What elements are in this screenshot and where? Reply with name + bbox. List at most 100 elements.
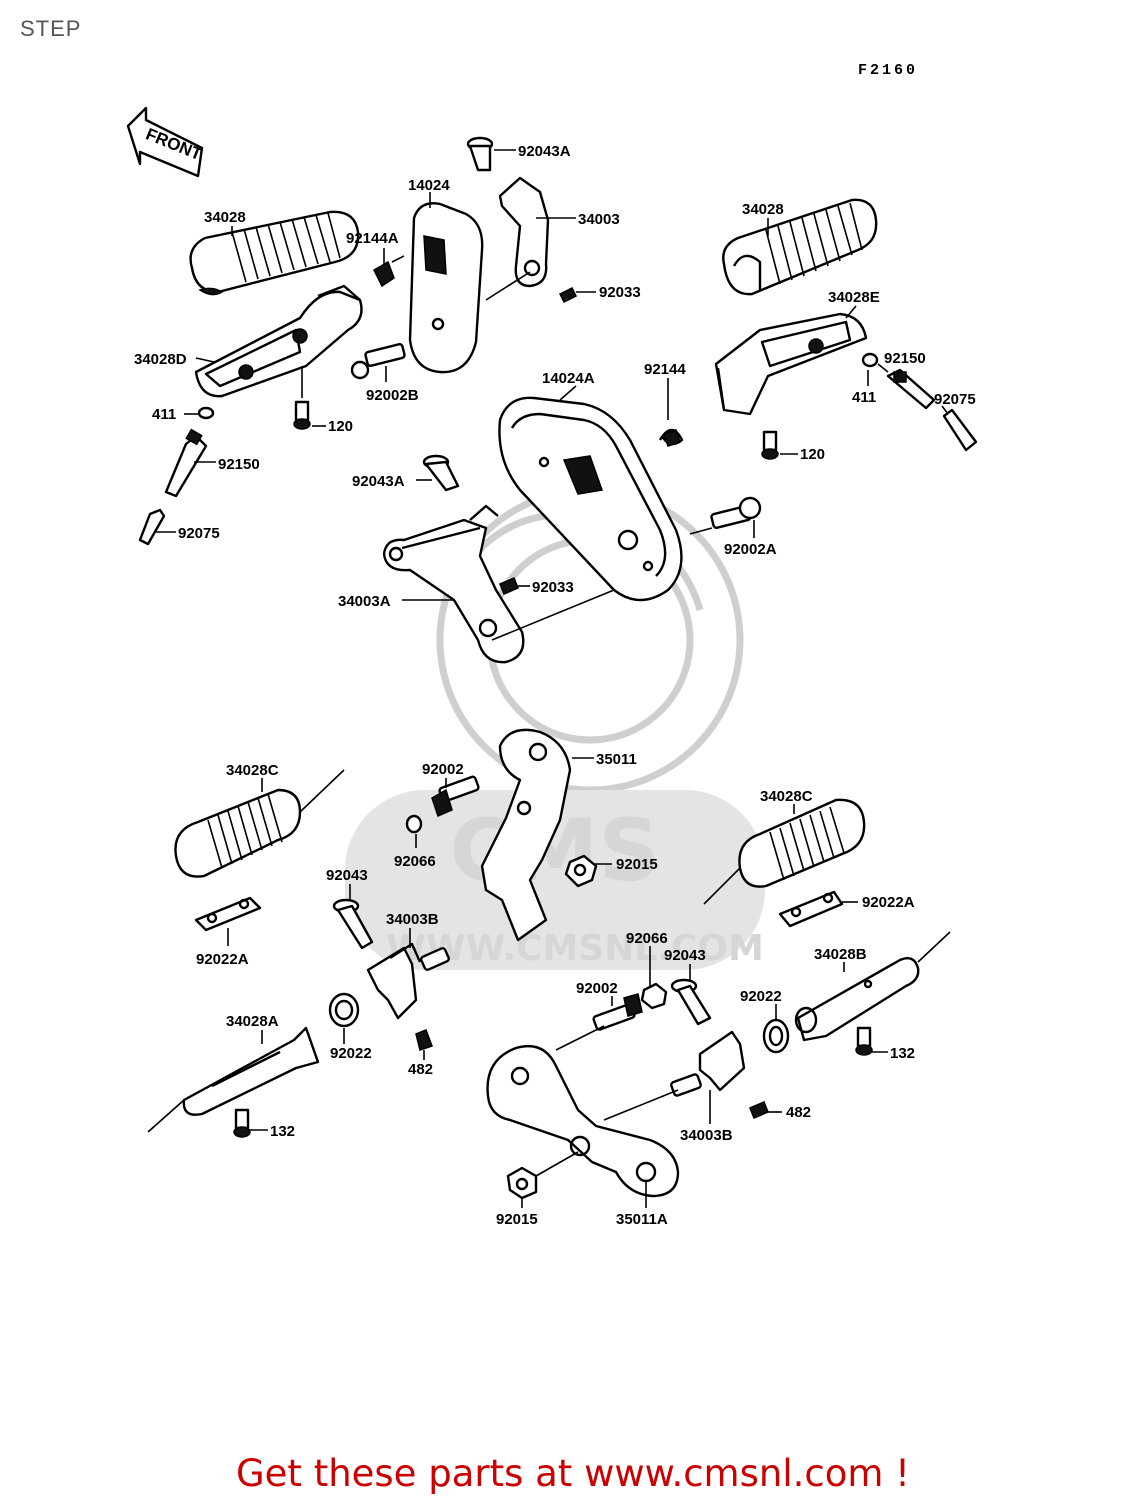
label-92043-right: 92043 bbox=[664, 947, 706, 964]
washer-411-left bbox=[197, 406, 215, 420]
label-35011: 35011 bbox=[596, 751, 637, 768]
cap-92075-right bbox=[942, 408, 978, 452]
bolt-92002-upper bbox=[431, 775, 480, 818]
label-34028D: 34028D bbox=[134, 351, 187, 368]
nut-92066-lower bbox=[640, 982, 668, 1010]
label-411-left: 411 bbox=[152, 406, 176, 423]
figure-code: F2160 bbox=[858, 62, 919, 79]
label-92043A-mid: 92043A bbox=[352, 473, 405, 490]
label-92144: 92144 bbox=[644, 361, 686, 378]
pin-92150-left bbox=[164, 428, 208, 498]
bolt-92002-lower bbox=[592, 993, 643, 1031]
bolt-92002B bbox=[350, 343, 406, 380]
label-92150-right: 92150 bbox=[884, 350, 926, 367]
bolt-120-left bbox=[293, 366, 311, 430]
label-92022A-right: 92022A bbox=[862, 894, 915, 911]
label-34028-left: 34028 bbox=[204, 209, 246, 226]
spring-92033-mid bbox=[499, 577, 519, 595]
label-92066-lower: 92066 bbox=[626, 930, 668, 947]
label-92022-left: 92022 bbox=[330, 1045, 372, 1062]
washer-92022-right bbox=[762, 1018, 790, 1054]
label-35011A: 35011A bbox=[616, 1211, 668, 1228]
label-34003B-left: 34003B bbox=[386, 911, 439, 928]
spring-92033-top bbox=[558, 286, 578, 304]
page-title: STEP bbox=[20, 16, 82, 41]
spring-482-left bbox=[415, 1029, 433, 1051]
label-92002-lower: 92002 bbox=[576, 980, 618, 997]
label-92015-lower: 92015 bbox=[496, 1211, 538, 1228]
label-34003: 34003 bbox=[578, 211, 620, 228]
leader-lines bbox=[156, 149, 949, 1208]
bolt-120-right bbox=[761, 430, 779, 460]
label-92075-right: 92075 bbox=[934, 391, 976, 408]
cover-14024 bbox=[408, 202, 484, 374]
label-34028C-left: 34028C bbox=[226, 762, 279, 779]
label-34003B-right: 34003B bbox=[680, 1127, 733, 1144]
nut-92015-upper bbox=[564, 854, 598, 888]
label-92043A-top: 92043A bbox=[518, 143, 571, 160]
bracket-35011A bbox=[486, 1025, 680, 1198]
label-92002A: 92002A bbox=[724, 541, 777, 558]
label-120-left: 120 bbox=[328, 418, 353, 435]
footpeg-bracket-34028D bbox=[194, 284, 363, 398]
label-92033-mid: 92033 bbox=[532, 579, 574, 596]
spring-482-right bbox=[749, 1101, 769, 1119]
footpeg-bracket-34028E bbox=[714, 312, 868, 416]
washer-92022-left bbox=[328, 992, 360, 1028]
cover-14024-alignment-line bbox=[485, 271, 531, 301]
label-482-left: 482 bbox=[408, 1061, 433, 1078]
footpeg-34028B bbox=[794, 931, 951, 1042]
label-120-right: 120 bbox=[800, 446, 825, 463]
label-411-right: 411 bbox=[852, 389, 876, 406]
bolt-92002A bbox=[689, 496, 762, 535]
label-92150-left: 92150 bbox=[218, 456, 260, 473]
footpeg-rubber-34028-right bbox=[722, 198, 878, 296]
washer-411-right bbox=[861, 352, 879, 368]
pin-92043-left bbox=[332, 898, 374, 950]
label-92033-top: 92033 bbox=[599, 284, 641, 301]
spring-92144 bbox=[658, 428, 684, 447]
bracket-34003A bbox=[382, 504, 525, 664]
footpeg-rubber-34028C-left bbox=[174, 769, 345, 878]
label-92075-left: 92075 bbox=[178, 525, 220, 542]
label-92002-upper: 92002 bbox=[422, 761, 464, 778]
label-92066-upper: 92066 bbox=[394, 853, 436, 870]
pin-92043A-top bbox=[466, 136, 494, 172]
label-92144A: 92144A bbox=[346, 230, 399, 247]
bolt-132-left bbox=[233, 1108, 251, 1138]
label-132-left: 132 bbox=[270, 1123, 295, 1140]
label-34028B: 34028B bbox=[814, 946, 867, 963]
front-arrow: FRONT bbox=[126, 106, 205, 178]
label-92015-upper: 92015 bbox=[616, 856, 658, 873]
label-92022A-left: 92022A bbox=[196, 951, 249, 968]
label-482-right: 482 bbox=[786, 1104, 811, 1121]
label-92002B: 92002B bbox=[366, 387, 419, 404]
pin-92043A-mid bbox=[422, 454, 460, 492]
label-34028A: 34028A bbox=[226, 1013, 279, 1030]
bracket-34003B-right bbox=[670, 1030, 746, 1097]
footpeg-rubber-34028C-right bbox=[703, 798, 866, 905]
nut-92015-lower bbox=[506, 1151, 579, 1200]
footer-parts-link[interactable]: Get these parts at www.cmsnl.com ! bbox=[235, 1452, 910, 1495]
pin-92043-right bbox=[670, 978, 712, 1026]
pin-92150-right bbox=[886, 368, 936, 410]
washer-92066-upper bbox=[405, 814, 423, 834]
cap-92075-left bbox=[138, 508, 166, 546]
bracket-35011 bbox=[480, 728, 572, 942]
part-labels: 92043A 14024 34003 34028 92144A 92033 34… bbox=[134, 143, 976, 1228]
label-132-right: 132 bbox=[890, 1045, 915, 1062]
label-34028C-right: 34028C bbox=[760, 788, 813, 805]
spring-92144A bbox=[373, 255, 405, 288]
label-92043-left: 92043 bbox=[326, 867, 368, 884]
bracket-34003B-left bbox=[366, 942, 450, 1020]
label-92022-right: 92022 bbox=[740, 988, 782, 1005]
plate-92022A-right bbox=[778, 890, 844, 928]
plate-92022A-left bbox=[194, 896, 262, 932]
label-14024: 14024 bbox=[408, 177, 450, 194]
footpeg-34028A bbox=[147, 1026, 320, 1133]
watermark-url: WWW.CMSNL.COM bbox=[386, 928, 764, 969]
bracket-34003 bbox=[498, 176, 550, 288]
label-34028-right: 34028 bbox=[742, 201, 784, 218]
label-14024A: 14024A bbox=[542, 370, 595, 387]
